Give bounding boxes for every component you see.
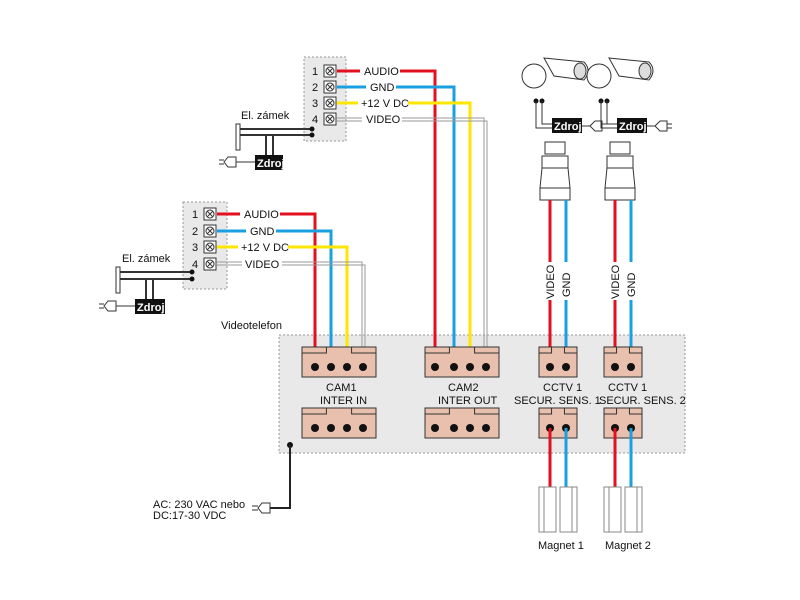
signal-audio: AUDIO: [244, 209, 279, 221]
signal-gnd: GND: [370, 82, 395, 94]
power-supply-label: Zdroj: [137, 302, 165, 314]
power-supply-label: Zdroj: [554, 121, 582, 133]
power-supply-label: Zdroj: [619, 121, 647, 133]
videotelefon-label: Videotelefon: [221, 320, 282, 332]
plug-icon: [654, 120, 672, 132]
power-dc-label: DC:17-30 VDC: [153, 510, 226, 522]
power-supply-label: Zdroj: [257, 158, 285, 170]
inter-in-label: INTER IN: [320, 395, 367, 407]
terminal-number: 4: [312, 114, 318, 126]
terminal-number: 2: [192, 226, 198, 238]
wire-label-video: VIDEO: [610, 264, 622, 299]
magnet-icon: [538, 486, 557, 533]
plug-icon: [219, 156, 237, 168]
cctv1-label: CCTV 1: [543, 382, 582, 394]
terminal-number: 2: [312, 82, 318, 94]
lock-label: El. zámek: [241, 110, 290, 122]
bnc-connector-icon: [544, 141, 566, 155]
magnet-icon: [624, 486, 643, 533]
terminal-number: 4: [192, 259, 198, 271]
terminal-number: 1: [192, 209, 198, 221]
power-ac-label: AC: 230 VAC nebo: [153, 499, 245, 511]
power-cable: [270, 445, 291, 509]
plug-icon: [589, 120, 607, 132]
signal-12v: +12 V DC: [241, 242, 289, 254]
lock-label: El. zámek: [122, 253, 171, 265]
cctv2-label: CCTV 1: [608, 382, 647, 394]
signal-video: VIDEO: [245, 259, 280, 271]
plug-icon: [252, 502, 271, 514]
terminal-number: 3: [312, 98, 318, 110]
signal-audio: AUDIO: [364, 66, 399, 78]
lock-icon: [115, 266, 121, 294]
terminal-number: 3: [192, 242, 198, 254]
wire-label-gnd: GND: [626, 273, 638, 298]
magnet-icon: [559, 486, 578, 533]
inter-out-label: INTER OUT: [438, 395, 498, 407]
wire-label-gnd: GND: [561, 273, 573, 298]
plug-icon: [99, 300, 117, 312]
signal-gnd: GND: [250, 226, 275, 238]
magnet-icon: [603, 486, 622, 533]
signal-video: VIDEO: [366, 114, 401, 126]
cam2-label: CAM2: [448, 382, 479, 394]
terminal-number: 1: [312, 66, 318, 78]
magnet-2-label: Magnet 2: [605, 540, 651, 552]
secur-sens-1-label: SECUR. SENS. 1: [514, 395, 601, 407]
cctv-camera-icon: [586, 63, 612, 89]
secur-sens-2-label: SECUR. SENS. 2: [599, 395, 686, 407]
lock-icon: [235, 123, 241, 151]
cctv-camera-icon: [521, 63, 547, 89]
wire-label-video: VIDEO: [545, 264, 557, 299]
cam1-label: CAM1: [326, 382, 357, 394]
signal-12v: +12 V DC: [361, 98, 409, 110]
bnc-connector-icon: [609, 141, 631, 155]
magnet-1-label: Magnet 1: [538, 540, 584, 552]
